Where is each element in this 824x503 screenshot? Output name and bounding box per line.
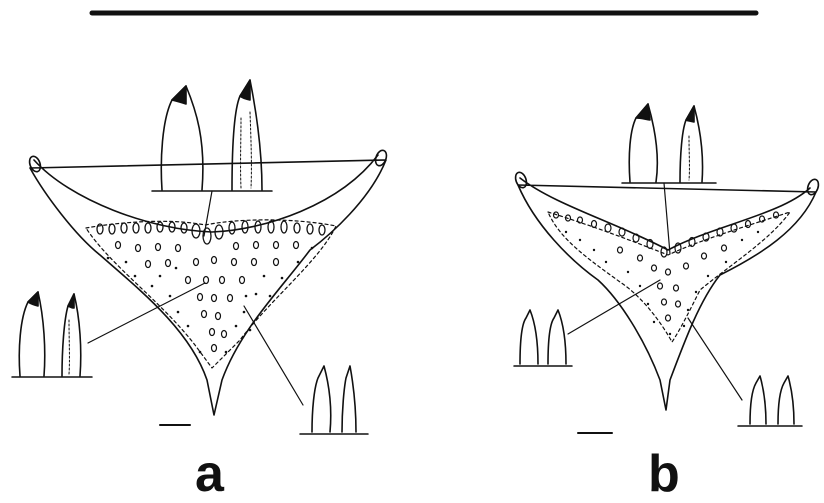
leader-top-a	[204, 191, 212, 236]
panel-b	[514, 104, 821, 433]
stipple-a	[107, 247, 314, 354]
arm-tip-right-a	[374, 149, 389, 167]
spine-inset-top-a	[152, 80, 272, 191]
leader-left-a	[88, 283, 205, 343]
panel-label-a: a	[195, 448, 224, 500]
spine-inset-right-b	[738, 376, 802, 426]
spine-inset-left-b	[514, 310, 572, 366]
panel-label-b: b	[648, 448, 680, 500]
leader-left-b	[568, 280, 660, 334]
spine-tip	[686, 106, 694, 122]
arm-tip-left-a	[28, 155, 43, 173]
spine-inset-left-a	[12, 292, 92, 377]
inner-field-b	[548, 212, 790, 342]
spine-tip	[636, 104, 650, 120]
panel-a	[12, 80, 388, 434]
arm-tip-left-b	[514, 171, 529, 189]
cells-b	[554, 212, 779, 321]
arm-tip-right-b	[806, 178, 821, 196]
spine-tip	[28, 292, 38, 306]
leader-right-b	[688, 318, 742, 400]
inner-field-a	[86, 220, 336, 368]
spine-inset-right-a	[300, 366, 368, 434]
spine-tip	[172, 86, 186, 104]
spine-inset-top-b	[622, 104, 716, 183]
scale-outline-a	[30, 155, 386, 415]
leader-right-a	[244, 306, 303, 405]
spine-tip	[68, 294, 74, 308]
leader-top-b	[664, 183, 670, 254]
spine-tip	[240, 80, 250, 100]
